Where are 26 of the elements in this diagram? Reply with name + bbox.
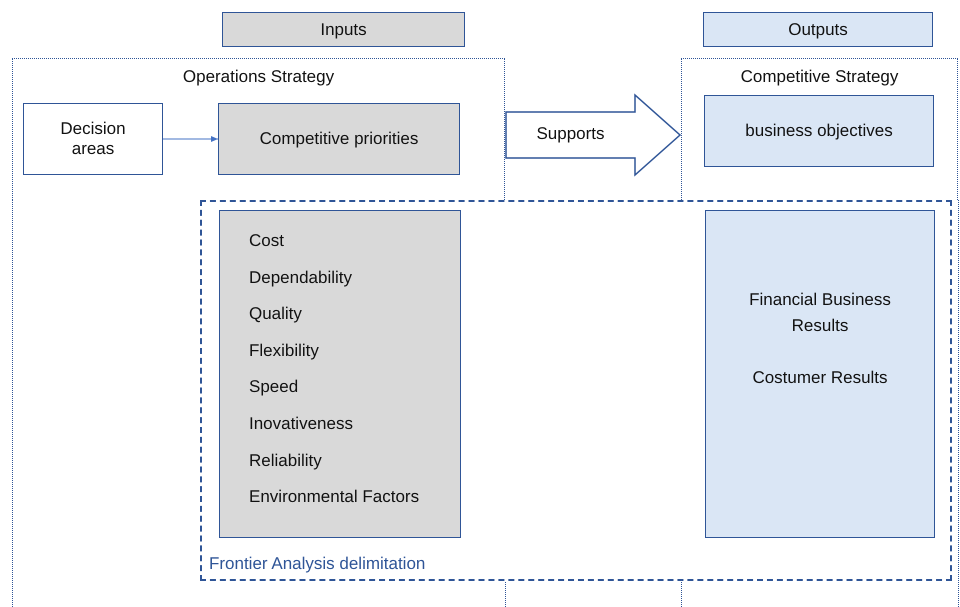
priority-item: Speed: [249, 377, 300, 398]
priority-item: Quality: [249, 304, 303, 326]
operations-strategy-region: [12, 58, 505, 200]
arrow: [162, 136, 218, 142]
region-heading: Operations Strategy: [182, 67, 336, 87]
priority-item: Flexibility: [249, 340, 320, 362]
region-heading: Competitive Strategy: [740, 67, 900, 87]
decision-areas-box: Decision areas: [23, 103, 163, 175]
objectives-box: business objectives: [704, 95, 934, 167]
priority-item: Inovativeness: [249, 414, 354, 435]
priorities-box: Competitive priorities: [218, 103, 460, 175]
frame-caption: Frontier Analysis delimitation: [209, 554, 426, 574]
frontier-dashed-frame: [200, 200, 952, 581]
output-header-box: Outputs: [703, 12, 933, 47]
result-item: Costumer Results: [751, 367, 889, 389]
priority-item: Reliability: [249, 450, 323, 472]
edge-label: Supports: [535, 124, 606, 144]
priority-item: Cost: [249, 231, 285, 252]
priority-item: Dependability: [249, 268, 354, 289]
block-arrow: [505, 93, 682, 177]
results-box: [705, 210, 935, 538]
result-item: Financial Business Results: [748, 289, 892, 337]
priorities-list-box: [219, 210, 461, 538]
competitive-strategy-region: [681, 58, 958, 200]
priority-item: Environmental Factors: [249, 487, 420, 508]
input-header-box: Inputs: [222, 12, 465, 47]
